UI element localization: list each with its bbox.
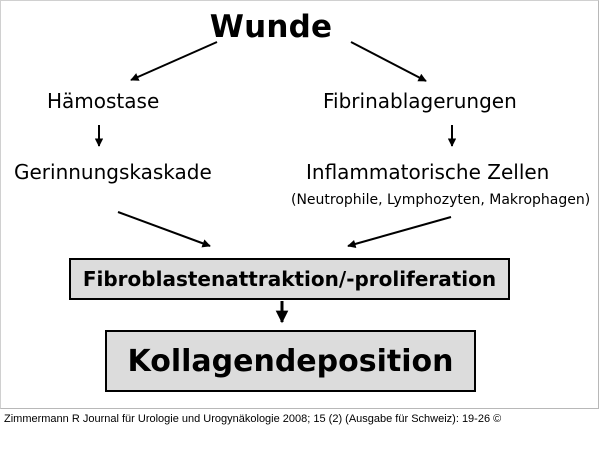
node-cell-types-note: (Neutrophile, Lymphozyten, Makrophagen) <box>291 192 591 208</box>
box-kollagendeposition: Kollagendeposition <box>105 330 476 392</box>
box-kollagendeposition-label: Kollagendeposition <box>127 343 454 379</box>
arrow-inflam-to-fibro <box>347 216 452 248</box>
flow-arrows <box>94 41 457 324</box>
node-haemostase: Hämostase <box>47 89 160 113</box>
arrow-wunde-to-haemostase <box>130 41 218 81</box>
box-fibroblastenattraktion: Fibroblastenattraktion/-proliferation <box>69 258 510 300</box>
node-gerinnungskaskade: Gerinnungskaskade <box>14 160 212 184</box>
diagram-frame: Wunde Hämostase Fibrinablagerungen Gerin… <box>0 0 599 409</box>
arrow-gerinnung-to-fibro <box>117 211 211 248</box>
node-inflammatorische-zellen: Inflammatorische Zellen <box>306 160 550 184</box>
node-fibrinablagerungen: Fibrinablagerungen <box>323 89 517 113</box>
box-fibroblastenattraktion-label: Fibroblastenattraktion/-proliferation <box>82 267 497 291</box>
arrow-wunde-to-fibrin <box>350 41 427 82</box>
citation-text: Zimmermann R Journal für Urologie und Ur… <box>4 413 502 425</box>
node-wunde: Wunde <box>209 9 333 45</box>
